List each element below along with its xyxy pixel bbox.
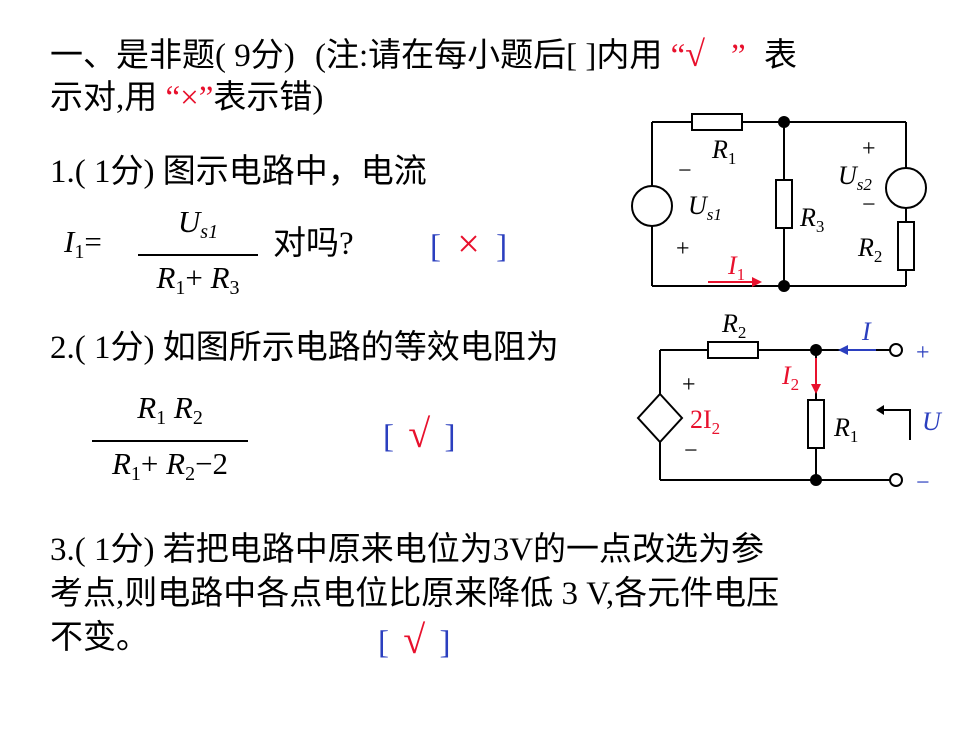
c2-src-plus: + bbox=[682, 372, 696, 398]
q2-fraction-bar bbox=[92, 440, 248, 442]
q3-bracket-open: [ bbox=[378, 625, 389, 661]
c2-src-minus: − bbox=[684, 438, 698, 464]
c1-us2-label: Us2 bbox=[838, 161, 872, 194]
q3-line-2: 考点,则电路中各点电位比原来降低 3 V,各元件电压 bbox=[50, 576, 780, 612]
q2-num-b-sub: 2 bbox=[192, 407, 203, 429]
heading-note: (注:请在每小题后[ ]内用 bbox=[314, 38, 663, 74]
q3-answer-box[interactable]: [ √ ] bbox=[378, 620, 450, 663]
cross-mark: “×” bbox=[165, 80, 214, 116]
q1-fraction: Us1 R1+ R3 bbox=[138, 202, 258, 308]
q1-equals: = bbox=[84, 224, 102, 259]
c2-r1-label: R1 bbox=[833, 413, 858, 446]
q2-num-a: R bbox=[137, 390, 157, 425]
heading-line-1: 一、是非题( 9分) (注:请在每小题后[ ]内用 “√ ” 表 bbox=[50, 34, 797, 76]
q1-prompt: 1.( 1分) 图示电路中，电流 bbox=[50, 154, 427, 190]
c1-i1-label: I1 bbox=[727, 251, 745, 284]
q2-den-a-sub: 1 bbox=[130, 463, 141, 485]
check-icon: √ bbox=[403, 617, 426, 662]
q1-den-plus: + bbox=[185, 260, 203, 295]
q2-den-b-sub: 2 bbox=[185, 463, 196, 485]
q2-answer-box[interactable]: [ √ ] bbox=[383, 414, 455, 457]
c1-us1-minus: − bbox=[678, 158, 692, 184]
q3-bracket-close: ] bbox=[439, 625, 451, 661]
quote-open: “ bbox=[670, 38, 686, 74]
heading-title: 一、是非题( 9分) bbox=[50, 38, 295, 74]
q2-num-b: R bbox=[173, 390, 193, 425]
c2-r2-label: R2 bbox=[721, 309, 746, 342]
c1-us1-label: Us1 bbox=[688, 191, 722, 224]
heading-line-2: 示对,用 “×”表示错) bbox=[50, 78, 323, 118]
c1-us2-plus: + bbox=[862, 136, 876, 162]
q1-fraction-bar bbox=[138, 254, 258, 256]
q3-line-3: 不变。 bbox=[50, 620, 149, 656]
c2-src-label: 2I2 bbox=[690, 405, 720, 438]
q2-den-plus: + bbox=[140, 446, 159, 481]
q2-den-a: R bbox=[111, 446, 131, 481]
heading-note-end: 表 bbox=[763, 38, 797, 74]
c1-us2-minus: − bbox=[862, 192, 876, 218]
q3-line-1: 3.( 1分) 若把电路中原来电位为3V的一点改选为参 bbox=[50, 532, 765, 568]
q1-den-r1: R bbox=[156, 260, 176, 295]
q2-numerator: R1 R2 bbox=[92, 388, 248, 438]
q1-answer-box[interactable]: [ × ] bbox=[430, 224, 507, 267]
c2-i2-label: I2 bbox=[781, 361, 799, 394]
heading-note-3: 表示错) bbox=[213, 80, 324, 116]
c1-r2-label: R2 bbox=[857, 233, 882, 266]
c1-us1-plus: + bbox=[676, 236, 690, 262]
c2-plus-terminal: + bbox=[916, 340, 930, 366]
q2-den-minus2: −2 bbox=[195, 446, 229, 481]
q1-numerator: Us1 bbox=[138, 202, 258, 252]
q2-denominator: R1+ R2−2 bbox=[92, 444, 248, 494]
q1-bracket-close: ] bbox=[496, 229, 508, 265]
q2-bracket-open: [ bbox=[383, 419, 394, 455]
q1-tail: 对吗? bbox=[273, 226, 354, 262]
c2-i-label: I bbox=[861, 317, 872, 346]
q1-den-r3-sub: 3 bbox=[229, 277, 240, 299]
c1-r3-label: R3 bbox=[799, 203, 824, 236]
q2-fraction: R1 R2 R1+ R2−2 bbox=[92, 388, 248, 494]
q1-num-sub: s1 bbox=[200, 221, 219, 243]
q1-lhs-sub: 1 bbox=[74, 241, 85, 263]
q2-prompt: 2.( 1分) 如图所示电路的等效电阻为 bbox=[50, 330, 559, 366]
heading-note-2: 示对,用 bbox=[50, 80, 158, 116]
cross-icon: × bbox=[457, 221, 480, 266]
q1-lhs-var: I bbox=[64, 224, 75, 259]
c2-u-label: U bbox=[922, 407, 943, 436]
q1-den-r3: R bbox=[210, 260, 230, 295]
check-mark-icon: √ bbox=[685, 34, 706, 74]
q2-den-b: R bbox=[166, 446, 186, 481]
q1-num-var: U bbox=[177, 204, 201, 239]
q1-denominator: R1+ R3 bbox=[138, 258, 258, 308]
c2-minus-terminal: − bbox=[916, 470, 930, 496]
q2-num-a-sub: 1 bbox=[156, 407, 167, 429]
c1-r1-label: R1 bbox=[711, 135, 736, 168]
q1-den-r1-sub: 1 bbox=[175, 277, 186, 299]
q2-bracket-close: ] bbox=[444, 419, 456, 455]
check-icon: √ bbox=[408, 411, 431, 456]
quote-close: ” bbox=[731, 38, 746, 74]
q1-bracket-open: [ bbox=[430, 229, 441, 265]
q1-lhs: I1= bbox=[64, 222, 102, 272]
